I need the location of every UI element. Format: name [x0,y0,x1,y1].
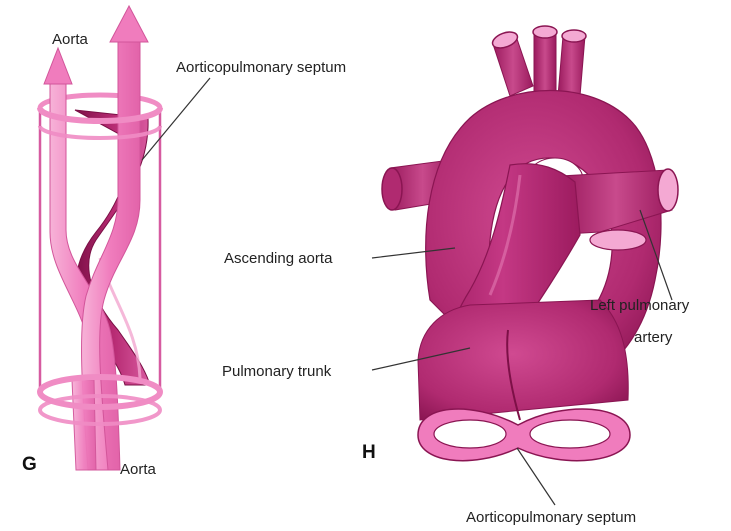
panel-letter-g: G [22,454,37,475]
pulmonary-lumen [530,420,610,448]
aorta-arrowhead-right [110,6,148,42]
panel-h-drawing [382,26,678,461]
label-left-pulmonary-line2: artery [634,329,673,346]
arch-branches [490,26,586,96]
left-subclavian-opening [562,30,586,42]
label-aorta-top: Aorta [52,31,89,48]
label-pulmonary-trunk: Pulmonary trunk [222,363,332,380]
panel-letter-h: H [362,442,376,463]
panel-g-drawing [40,6,160,470]
label-left-pulmonary-line1: Left pulmonary [590,297,690,314]
left-carotid-branch [534,32,556,92]
vessel-base [418,300,628,420]
label-ascending-aorta: Ascending aorta [224,250,333,267]
left-subclavian-branch [558,36,585,96]
right-pulmonary-opening [382,168,402,210]
label-aorticopulmonary-septum-h: Aorticopulmonary septum [466,509,636,526]
left-carotid-opening [533,26,557,38]
pulmonary-branch-opening [590,230,646,250]
label-aorta-bottom: Aorta [120,461,157,478]
aorta-arrowhead-left-outline [44,48,72,84]
label-aorticopulmonary-septum-g: Aorticopulmonary septum [176,59,346,76]
left-pulmonary-opening [658,169,678,211]
leader-septum-g [142,78,210,160]
aortic-lumen [434,420,506,448]
